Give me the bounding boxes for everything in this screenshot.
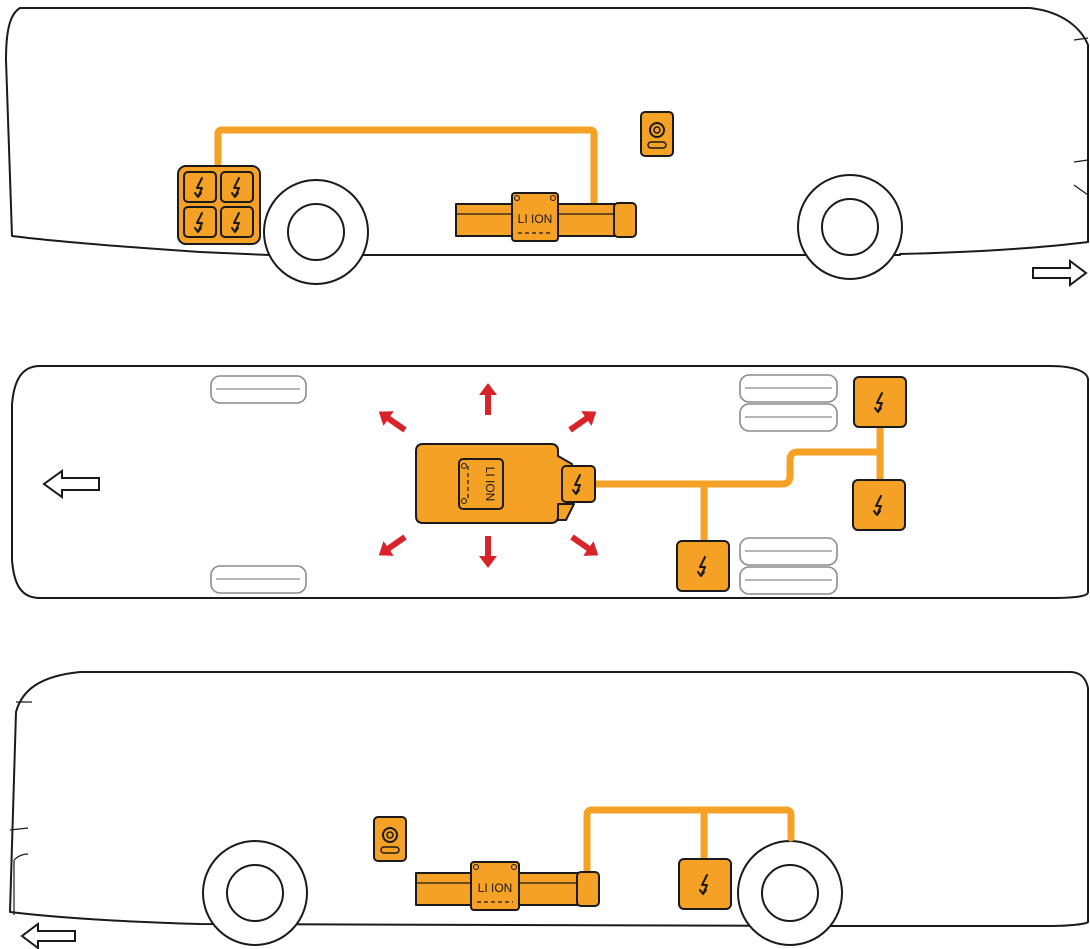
hv-module-top-middle bbox=[852, 479, 906, 531]
rear-wheel bbox=[263, 179, 369, 285]
side-view-left: LI ION bbox=[9, 671, 1089, 949]
tyre-rear-right bbox=[210, 565, 307, 594]
tyre-front-left-pair bbox=[739, 374, 838, 432]
tyre-rear-left bbox=[210, 375, 307, 404]
front-wheel bbox=[797, 174, 903, 280]
hv-module-top-lower bbox=[676, 540, 730, 592]
tyre-front-right-pair bbox=[739, 537, 838, 595]
hv-cable bbox=[583, 806, 795, 876]
hazard-arrow-icon bbox=[568, 411, 597, 433]
direction-arrow-icon bbox=[42, 469, 100, 499]
hv-cable bbox=[214, 126, 598, 209]
front-panel-lines bbox=[9, 701, 32, 915]
hv-module-side bbox=[678, 858, 732, 910]
front-panel-lines bbox=[1073, 37, 1089, 196]
battery-pack-top: LI ION bbox=[415, 443, 596, 524]
hv-module-quad bbox=[177, 165, 261, 245]
hazard-arrow-icon bbox=[378, 411, 407, 433]
top-view: LI ION bbox=[11, 365, 1089, 599]
hv-cable bbox=[591, 424, 884, 545]
battery-pack: LI ION bbox=[455, 192, 637, 242]
direction-arrow-icon bbox=[20, 922, 76, 949]
hazard-arrow-icon bbox=[479, 383, 497, 415]
hazard-arrow-icon bbox=[570, 534, 599, 556]
rear-wheel bbox=[737, 840, 843, 946]
battery-label: LI ION bbox=[483, 467, 497, 502]
battery-label: LI ION bbox=[478, 881, 513, 895]
hazard-arrows bbox=[378, 383, 599, 568]
hv-module-top-upper bbox=[853, 376, 907, 428]
side-view-right: LI ION bbox=[5, 7, 1089, 287]
battery-pack: LI ION bbox=[415, 861, 600, 911]
direction-arrow-icon bbox=[1032, 259, 1088, 287]
hazard-arrow-icon bbox=[479, 536, 497, 568]
charging-socket-icon bbox=[373, 816, 407, 862]
charging-socket-icon bbox=[640, 111, 674, 157]
hazard-arrow-icon bbox=[378, 534, 407, 556]
battery-label: LI ION bbox=[518, 212, 553, 226]
front-wheel bbox=[202, 840, 308, 946]
